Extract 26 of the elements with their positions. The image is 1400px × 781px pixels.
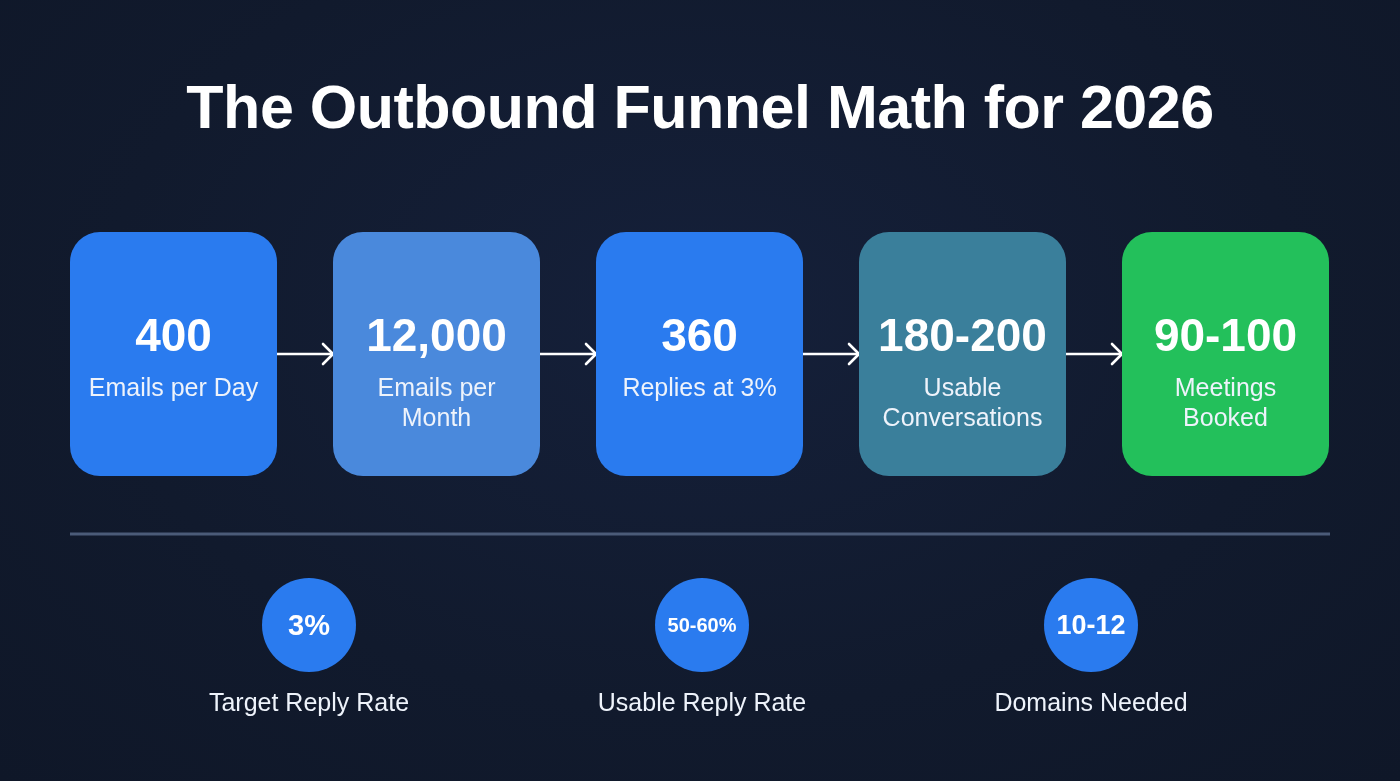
stat-caption: Target Reply Rate — [207, 688, 411, 716]
arrow — [275, 342, 335, 366]
funnel-stage-card — [1122, 232, 1329, 476]
stat-value: 3% — [288, 610, 330, 640]
funnel-stage-card — [333, 232, 540, 476]
stat-label: Emails per Month — [376, 372, 497, 432]
arrow — [1064, 342, 1124, 366]
stat-label: Usable Conversations — [881, 372, 1044, 432]
arrow — [538, 342, 598, 366]
funnel-stage-card — [70, 232, 277, 476]
stat-value: 10-12 — [1056, 611, 1126, 639]
stat-label: Meetings Booked — [1173, 372, 1278, 432]
title: The Outbound Funnel Math for 2026 — [186, 72, 1214, 142]
stat-value: 400 — [135, 312, 212, 358]
stat-value: 12,000 — [366, 312, 507, 358]
arrow — [801, 342, 861, 366]
stat-caption: Usable Reply Rate — [596, 688, 808, 716]
stat-value: 50-60% — [667, 615, 737, 635]
stat-label: Replies at 3% — [622, 372, 777, 402]
stat-value: 360 — [661, 312, 738, 358]
stat-caption: Domains Needed — [993, 688, 1189, 716]
stat-label: Emails per Day — [88, 372, 259, 402]
stat-value: 90-100 — [1153, 312, 1298, 358]
funnel-stage-card — [859, 232, 1066, 476]
stat-value: 180-200 — [878, 312, 1047, 358]
funnel-stage-card — [596, 232, 803, 476]
